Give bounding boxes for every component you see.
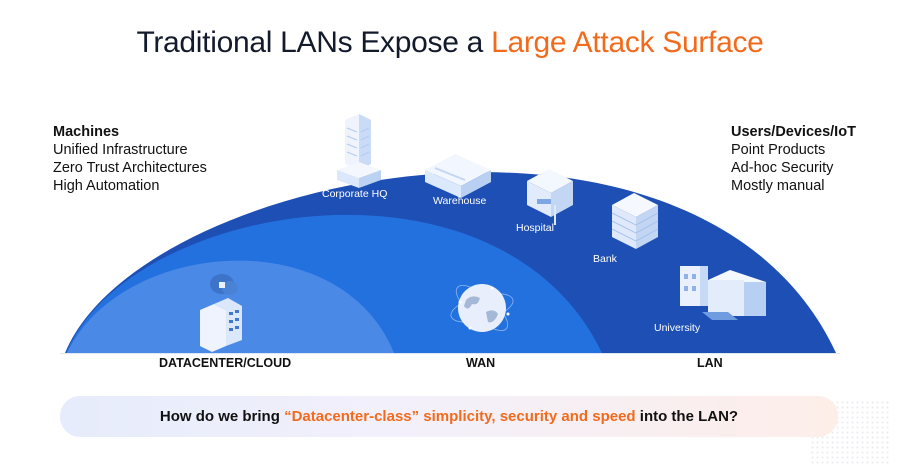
page-title: Traditional LANs Expose a Large Attack S…	[0, 26, 900, 60]
building-label: Corporate HQ	[322, 188, 388, 200]
users-devices-panel: Users/Devices/IoT Point Products Ad-hoc …	[731, 123, 856, 195]
banner-suffix: into the LAN?	[639, 408, 739, 425]
zone-label-lan: LAN	[697, 356, 723, 370]
office-tower-icon	[337, 114, 381, 188]
users-heading: Users/Devices/IoT	[731, 124, 856, 140]
users-item: Point Products	[731, 142, 826, 158]
zone-label-wan: WAN	[466, 356, 496, 370]
title-accent: Large Attack Surface	[491, 26, 764, 59]
machines-item: Zero Trust Architectures	[53, 160, 207, 176]
university-icon	[680, 266, 766, 320]
title-prefix: Traditional LANs Expose a	[136, 26, 484, 59]
warehouse-icon	[425, 154, 491, 198]
users-item: Ad-hoc Security	[731, 160, 834, 176]
machines-item: High Automation	[53, 178, 160, 194]
hospital-icon	[527, 169, 573, 225]
question-banner: How do we bring “Datacenter-class” simpl…	[60, 396, 838, 437]
globe-icon	[450, 284, 514, 332]
building-label: Warehouse	[433, 195, 487, 207]
machines-panel: Machines Unified Infrastructure Zero Tru…	[53, 123, 207, 195]
users-item: Mostly manual	[731, 178, 825, 194]
machines-item: Unified Infrastructure	[53, 142, 188, 158]
zone-label-datacenter: DATACENTER/CLOUD	[159, 356, 292, 370]
building-label: Bank	[593, 253, 617, 265]
datacenter-cloud-icon	[200, 274, 242, 352]
banner-accent: “Datacenter-class” simplicity, security …	[284, 408, 636, 425]
building-label: University	[654, 322, 701, 334]
machines-heading: Machines	[53, 124, 120, 140]
banner-prefix: How do we bring	[159, 408, 280, 425]
bank-icon	[611, 193, 659, 249]
building-label: Hospital	[516, 222, 554, 234]
